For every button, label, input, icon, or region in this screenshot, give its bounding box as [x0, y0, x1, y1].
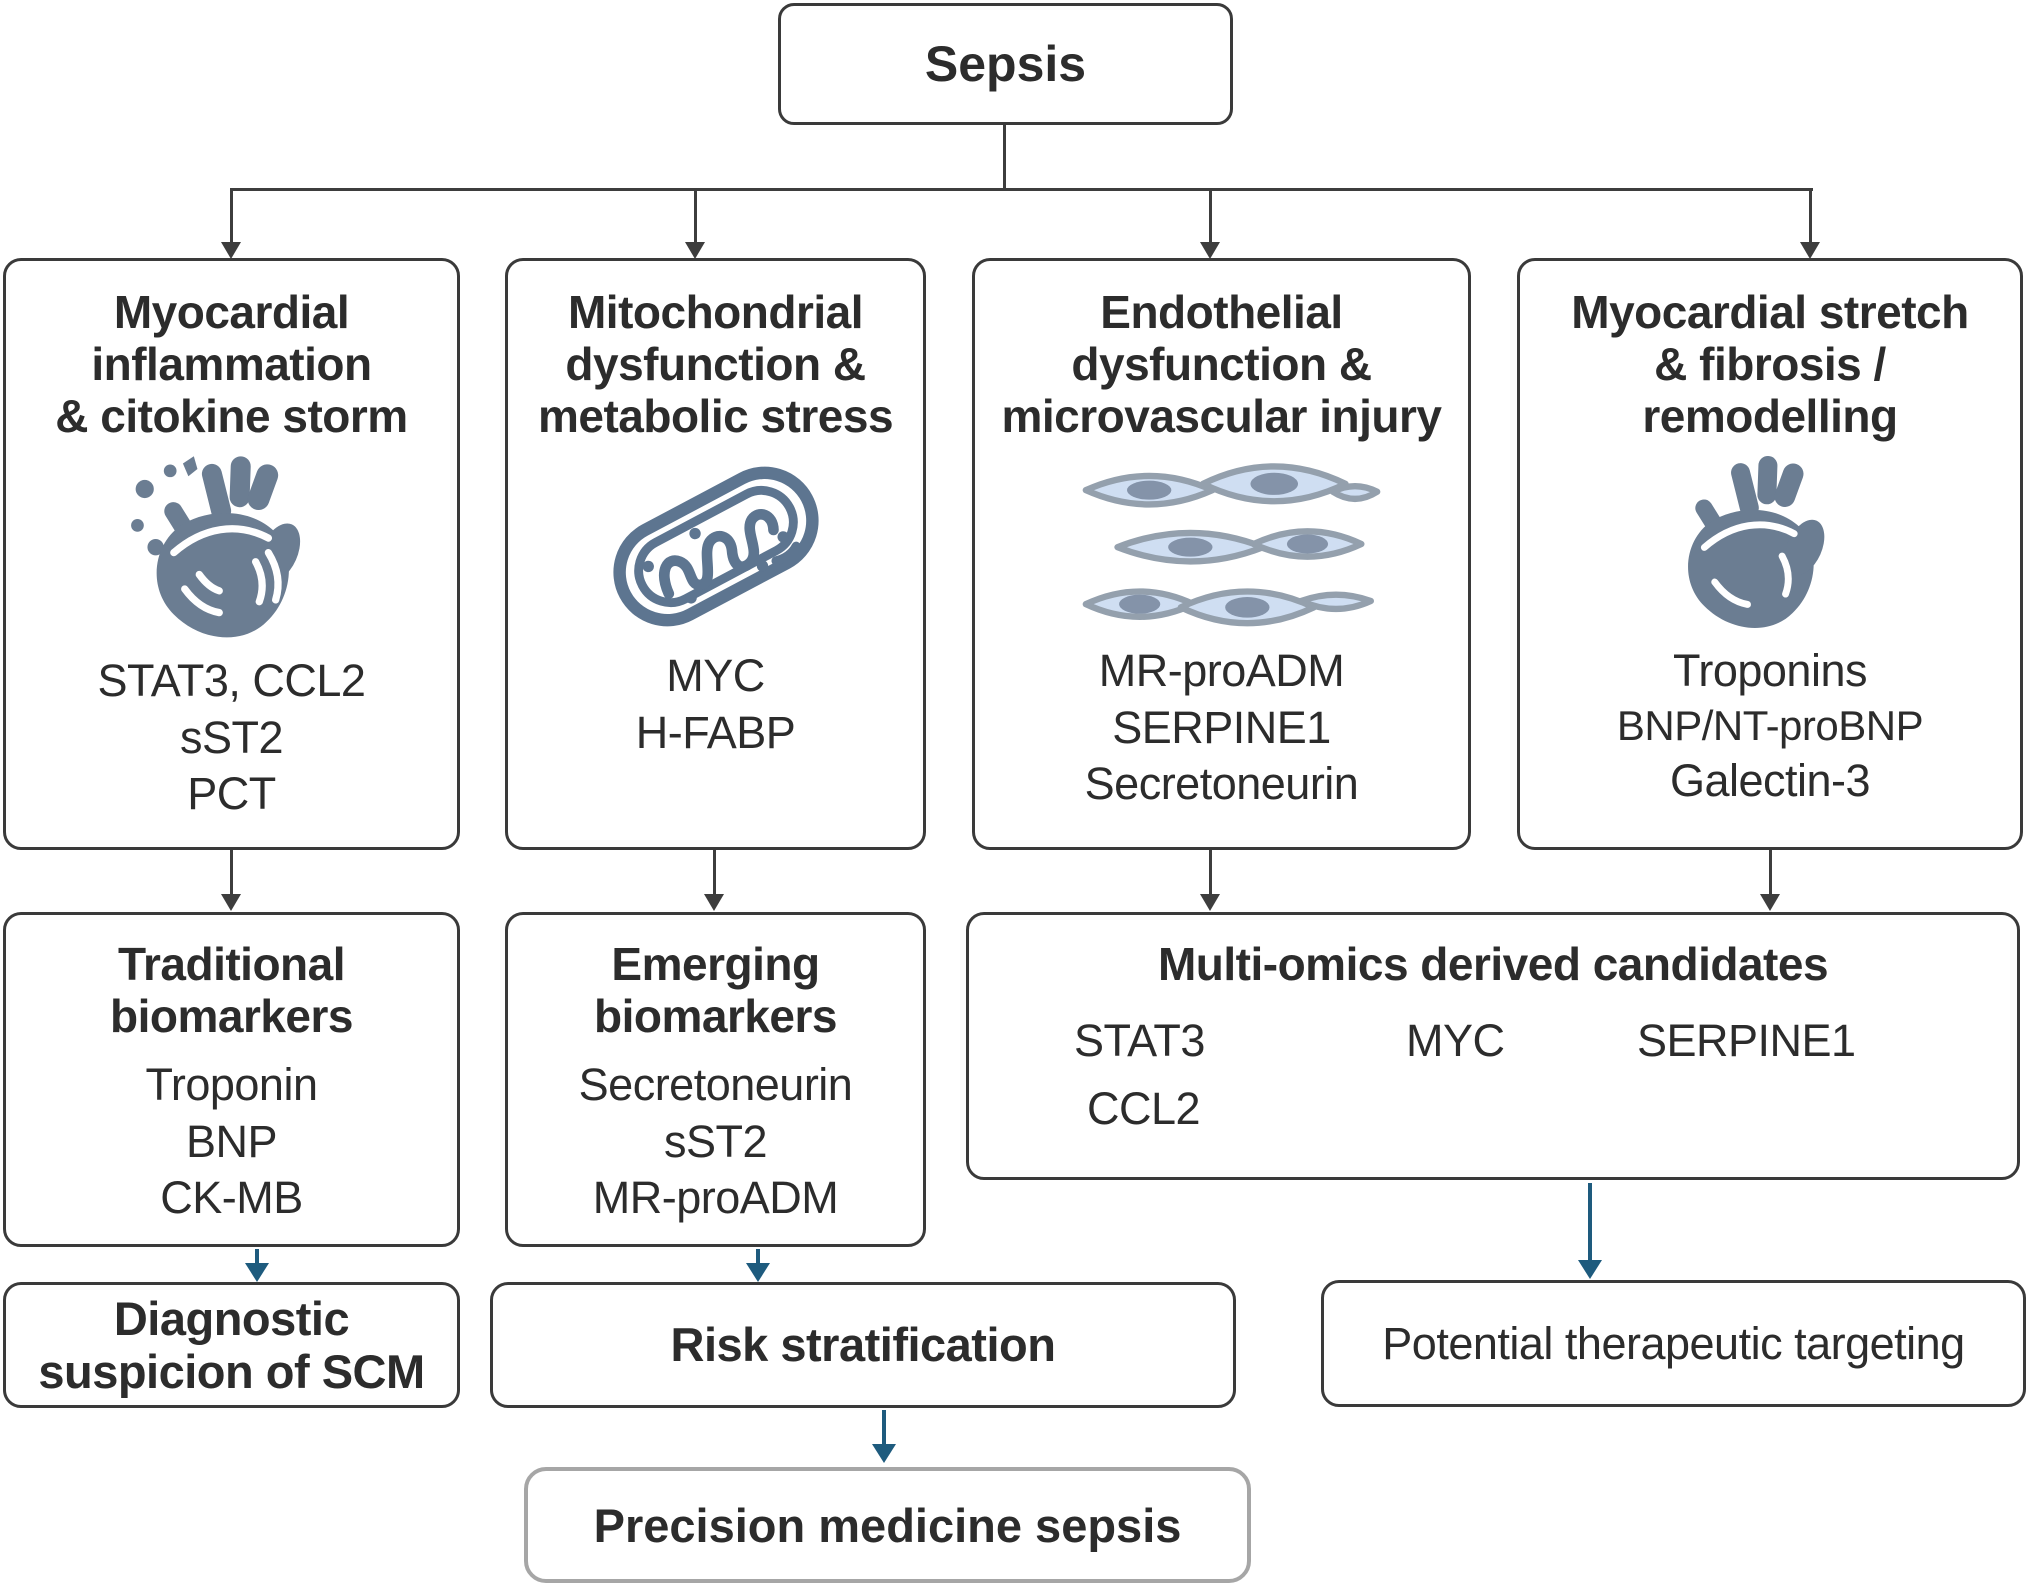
node-risk-stratification: Risk stratification	[490, 1282, 1236, 1408]
mechanism-title: Myocardial inflammation & citokine storm	[55, 286, 408, 442]
marker: SERPINE1	[1637, 1015, 1856, 1066]
arrowhead-drop-1	[221, 242, 241, 259]
mitochondria-icon	[591, 449, 841, 644]
arrowhead-mech2-group2	[704, 894, 724, 911]
marker: H-FABP	[635, 706, 796, 758]
marker: MYC	[666, 649, 765, 701]
node-diagnostic-suspicion: Diagnostic suspicion of SCM	[3, 1282, 460, 1408]
marker: Galectin-3	[1669, 754, 1871, 806]
connector-drop-1	[230, 188, 233, 244]
node-traditional-biomarkers: Traditional biomarkers Troponin BNP CK-M…	[3, 912, 460, 1247]
group-title: Multi-omics derived candidates	[1157, 938, 1829, 990]
marker: Troponin	[145, 1058, 318, 1110]
arrowhead-mech3-multiomics	[1200, 894, 1220, 911]
outcome-label: Diagnostic suspicion of SCM	[38, 1291, 425, 1398]
node-emerging-biomarkers: Emerging biomarkers Secretoneurin sST2 M…	[505, 912, 926, 1247]
connector-mech3-multiomics	[1209, 850, 1212, 896]
node-endothelial-dysfunction: Endothelial dysfunction & microvascular …	[972, 258, 1471, 850]
marker: Secretoneurin	[578, 1058, 853, 1110]
sepsis-label: Sepsis	[924, 36, 1087, 92]
arrowhead-mech1-group1	[221, 894, 241, 911]
marker: CCL2	[1087, 1083, 1201, 1134]
connector-drop-2	[694, 188, 697, 244]
inflamed-heart-icon	[122, 449, 342, 649]
node-therapeutic-targeting: Potential therapeutic targeting	[1321, 1280, 2026, 1407]
outcome-label: Risk stratification	[670, 1318, 1056, 1372]
marker: sST2	[663, 1115, 768, 1167]
outcome-label: Precision medicine sepsis	[593, 1498, 1182, 1552]
marker: sST2	[179, 711, 284, 763]
arrowhead-drop-3	[1200, 242, 1220, 259]
connector-drop-4	[1809, 188, 1812, 244]
marker: CK-MB	[160, 1172, 303, 1224]
node-myocardial-inflammation: Myocardial inflammation & citokine storm	[3, 258, 460, 850]
group-title: Emerging biomarkers	[593, 938, 838, 1042]
marker: Troponins	[1673, 644, 1867, 696]
connector-root-stem	[1003, 125, 1006, 191]
marker: BNP	[185, 1115, 278, 1167]
arrowhead-multiomics-therapeutic	[1578, 1260, 1602, 1279]
marker: STAT3	[1074, 1015, 1205, 1066]
mechanism-title: Mitochondrial dysfunction & metabolic st…	[537, 286, 894, 442]
arrowhead-risk-precision	[872, 1444, 896, 1463]
group-title: Traditional biomarkers	[109, 938, 354, 1042]
arrowhead-group1-diagnostic	[245, 1263, 269, 1282]
connector-trunk	[230, 188, 1813, 191]
connector-multiomics-therapeutic	[1588, 1183, 1592, 1263]
marker: MYC	[1406, 1015, 1505, 1066]
node-multiomics-candidates: Multi-omics derived candidates STAT3 CCL…	[966, 912, 2020, 1180]
node-mitochondrial-dysfunction: Mitochondrial dysfunction & metabolic st…	[505, 258, 926, 850]
outcome-label: Potential therapeutic targeting	[1382, 1317, 1965, 1369]
node-myocardial-stretch: Myocardial stretch & fibrosis / remodell…	[1517, 258, 2023, 850]
heart-icon	[1665, 449, 1875, 639]
mechanism-title: Myocardial stretch & fibrosis / remodell…	[1571, 286, 1969, 442]
connector-risk-precision	[882, 1410, 886, 1446]
connector-group1-diagnostic	[255, 1249, 259, 1265]
arrowhead-drop-4	[1800, 242, 1820, 259]
connector-mech2-group2	[713, 850, 716, 896]
arrowhead-mech4-multiomics	[1760, 894, 1780, 911]
marker: SERPINE1	[1112, 701, 1331, 753]
marker: MR-proADM	[1098, 644, 1345, 696]
arrowhead-drop-2	[685, 242, 705, 259]
connector-drop-3	[1209, 188, 1212, 244]
marker: BNP/NT-proBNP	[1616, 701, 1924, 749]
endothelial-cells-icon	[1052, 449, 1392, 639]
marker: STAT3, CCL2	[97, 654, 366, 706]
marker: Secretoneurin	[1084, 758, 1359, 810]
marker: PCT	[187, 768, 276, 820]
connector-mech4-multiomics	[1769, 850, 1772, 896]
mechanism-title: Endothelial dysfunction & microvascular …	[1001, 286, 1442, 442]
node-sepsis: Sepsis	[778, 3, 1233, 125]
node-precision-medicine: Precision medicine sepsis	[524, 1467, 1251, 1583]
connector-mech1-group1	[230, 850, 233, 896]
arrowhead-group2-risk	[746, 1263, 770, 1282]
connector-group2-risk	[756, 1249, 760, 1265]
marker: MR-proADM	[592, 1172, 839, 1224]
